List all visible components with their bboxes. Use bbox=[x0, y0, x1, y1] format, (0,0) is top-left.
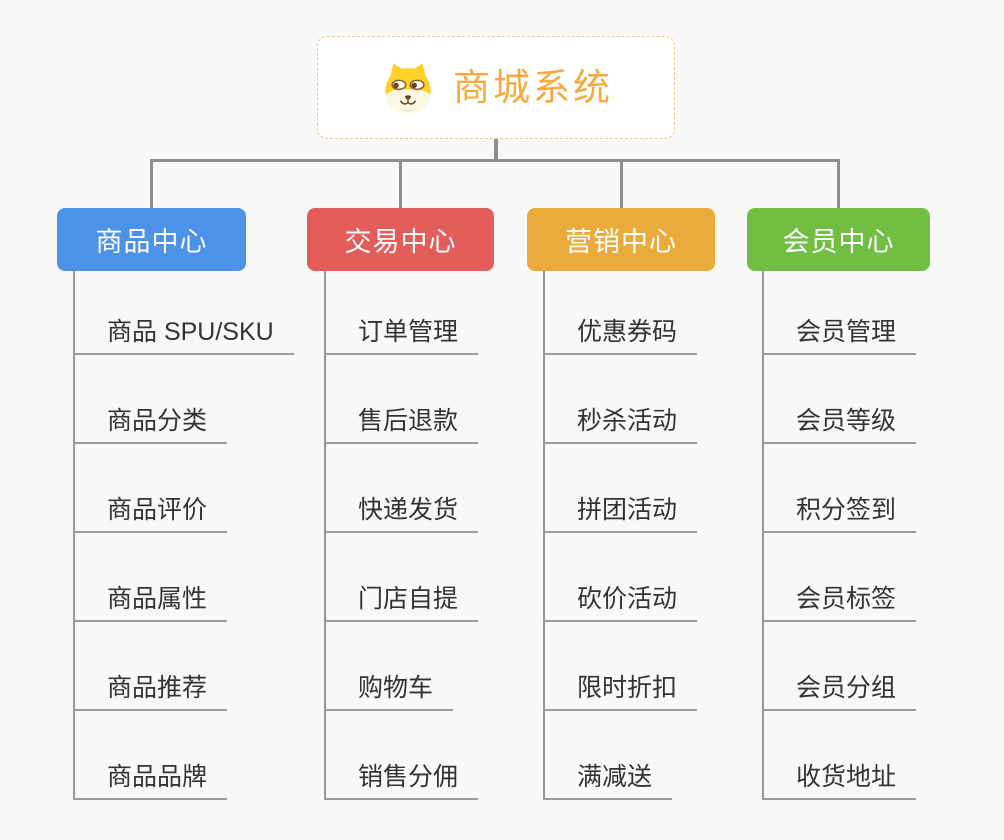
child-node[interactable]: 商品属性 bbox=[73, 578, 228, 622]
connector-root-stub bbox=[494, 139, 498, 161]
branch-node[interactable]: 交易中心 bbox=[307, 208, 494, 271]
branch-children-line bbox=[543, 271, 545, 800]
branch-label: 交易中心 bbox=[344, 227, 457, 257]
child-node[interactable]: 限时折扣 bbox=[543, 667, 698, 711]
child-node[interactable]: 会员分组 bbox=[762, 667, 917, 711]
child-node[interactable]: 积分签到 bbox=[762, 489, 917, 533]
child-node[interactable]: 商品 SPU/SKU bbox=[73, 311, 294, 355]
child-node[interactable]: 快递发货 bbox=[324, 489, 479, 533]
connector-branch-drop bbox=[837, 159, 840, 208]
connector-branch-drop bbox=[399, 159, 402, 208]
child-node[interactable]: 秒杀活动 bbox=[543, 400, 698, 444]
child-node[interactable]: 销售分佣 bbox=[324, 756, 479, 800]
child-node[interactable]: 砍价活动 bbox=[543, 578, 698, 622]
branch-node[interactable]: 营销中心 bbox=[527, 208, 715, 271]
child-node[interactable]: 会员等级 bbox=[762, 400, 917, 444]
branch-label: 营销中心 bbox=[565, 227, 677, 257]
child-node[interactable]: 商品推荐 bbox=[73, 667, 228, 711]
branch-node[interactable]: 会员中心 bbox=[747, 208, 930, 271]
root-title: 商城系统 bbox=[453, 67, 613, 108]
child-node[interactable]: 拼团活动 bbox=[543, 489, 698, 533]
child-node[interactable]: 商品品牌 bbox=[73, 756, 228, 800]
child-node[interactable]: 商品评价 bbox=[73, 489, 228, 533]
child-node[interactable]: 门店自提 bbox=[324, 578, 479, 622]
child-node[interactable]: 售后退款 bbox=[324, 400, 479, 444]
doge-icon bbox=[385, 63, 431, 113]
connector-horizontal-rail bbox=[150, 159, 839, 162]
child-node[interactable]: 满减送 bbox=[543, 756, 673, 800]
child-node[interactable]: 订单管理 bbox=[324, 311, 479, 355]
root-node[interactable]: 商城系统 bbox=[317, 36, 675, 139]
branch-label: 商品中心 bbox=[95, 227, 208, 257]
child-node[interactable]: 会员管理 bbox=[762, 311, 917, 355]
child-node[interactable]: 优惠券码 bbox=[543, 311, 698, 355]
child-node[interactable]: 购物车 bbox=[324, 667, 454, 711]
branch-children-line bbox=[762, 271, 764, 800]
child-node[interactable]: 收货地址 bbox=[762, 756, 917, 800]
branch-children-line bbox=[324, 271, 326, 800]
branch-children-line bbox=[73, 271, 75, 800]
child-node[interactable]: 商品分类 bbox=[73, 400, 228, 444]
child-node[interactable]: 会员标签 bbox=[762, 578, 917, 622]
branch-label: 会员中心 bbox=[782, 227, 895, 257]
connector-branch-drop bbox=[619, 159, 623, 208]
branch-node[interactable]: 商品中心 bbox=[57, 208, 246, 271]
connector-branch-drop bbox=[150, 159, 153, 208]
